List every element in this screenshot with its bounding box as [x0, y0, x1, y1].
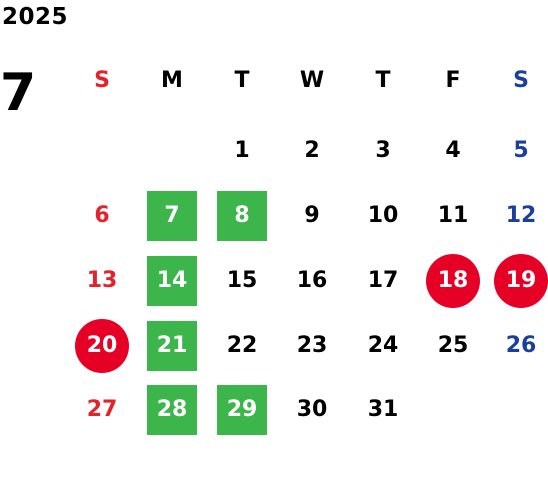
weekday-header: M	[161, 68, 183, 93]
day-cell-30[interactable]: 30	[296, 397, 328, 422]
day-cell-10[interactable]: 10	[367, 203, 399, 228]
day-cell-21[interactable]: 21	[147, 321, 197, 371]
day-cell-18[interactable]: 18	[426, 254, 480, 308]
day-cell-28[interactable]: 28	[147, 385, 197, 435]
day-cell-25[interactable]: 25	[437, 333, 469, 358]
day-cell-12[interactable]: 12	[505, 203, 537, 228]
weekday-header: F	[445, 68, 461, 93]
day-cell-11[interactable]: 11	[437, 203, 469, 228]
day-cell-26[interactable]: 26	[505, 333, 537, 358]
day-cell-7[interactable]: 7	[147, 191, 197, 241]
day-cell-27[interactable]: 27	[86, 397, 118, 422]
day-cell-22[interactable]: 22	[226, 333, 258, 358]
day-cell-1[interactable]: 1	[234, 138, 250, 163]
day-cell-16[interactable]: 16	[296, 268, 328, 293]
day-cell-6[interactable]: 6	[94, 203, 110, 228]
day-cell-9[interactable]: 9	[304, 203, 320, 228]
day-cell-15[interactable]: 15	[226, 268, 258, 293]
day-cell-4[interactable]: 4	[445, 138, 461, 163]
day-cell-24[interactable]: 24	[367, 333, 399, 358]
weekday-header: S	[94, 68, 110, 93]
day-cell-3[interactable]: 3	[375, 138, 391, 163]
weekday-header: S	[513, 68, 529, 93]
day-cell-31[interactable]: 31	[367, 397, 399, 422]
day-cell-19[interactable]: 19	[494, 254, 548, 308]
day-cell-2[interactable]: 2	[304, 138, 320, 163]
weekday-header: W	[299, 68, 325, 93]
weekday-header: T	[375, 68, 391, 93]
day-cell-17[interactable]: 17	[367, 268, 399, 293]
day-cell-23[interactable]: 23	[296, 333, 328, 358]
weekday-header: T	[234, 68, 250, 93]
day-cell-13[interactable]: 13	[86, 268, 118, 293]
day-cell-29[interactable]: 29	[217, 385, 267, 435]
day-cell-5[interactable]: 5	[513, 138, 529, 163]
month-label: 7	[0, 63, 37, 123]
day-cell-14[interactable]: 14	[147, 256, 197, 306]
day-cell-8[interactable]: 8	[217, 191, 267, 241]
day-cell-20[interactable]: 20	[75, 319, 129, 373]
year-label: 2025	[2, 4, 69, 30]
